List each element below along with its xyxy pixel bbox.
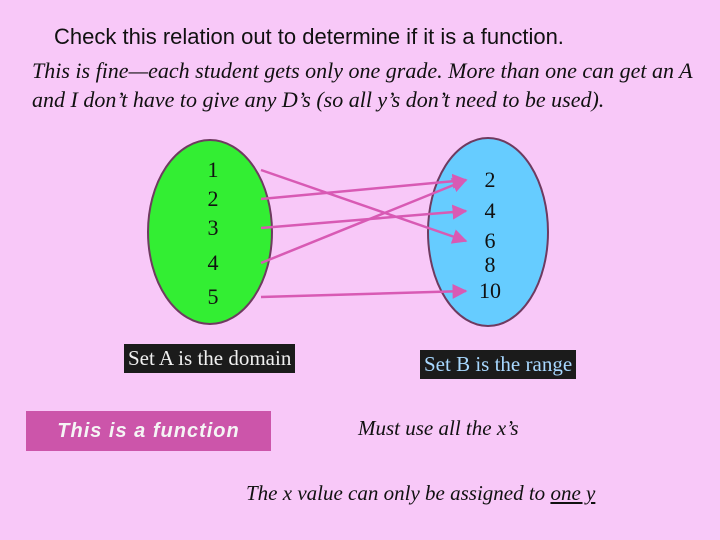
mapping-arrow-4-to-2 [260, 178, 468, 265]
one-y-note: The x value can only be assigned to one … [246, 481, 595, 506]
range-label: Set B is the range [420, 350, 577, 379]
mapping-arrow-3-to-4 [260, 204, 468, 230]
range-value-10: 10 [479, 278, 501, 303]
range-value-4: 4 [485, 198, 496, 223]
domain-value-2: 2 [208, 186, 219, 211]
mapping-arrow-5-to-10 [260, 283, 468, 299]
function-verdict-box: This is a function [26, 411, 271, 451]
mapping-arrow-1-to-6 [260, 168, 468, 244]
range-value-6: 6 [485, 228, 496, 253]
domain-value-5: 5 [208, 284, 219, 309]
domain-value-4: 4 [208, 250, 219, 275]
domain-label: Set A is the domain [124, 344, 296, 373]
intro-text: This is fine—each student gets only one … [32, 58, 693, 112]
must-use-note: Must use all the x’s [358, 416, 519, 440]
mapping-arrow-2-to-2 [260, 173, 468, 201]
range-value-2: 2 [485, 167, 496, 192]
page-title: Check this relation out to determine if … [54, 24, 564, 49]
one-y-note-text: The x value can only be assigned to [246, 481, 551, 505]
one-y-emphasis: one y [550, 481, 596, 505]
range-value-8: 8 [485, 252, 496, 277]
domain-value-3: 3 [208, 215, 219, 240]
domain-value-1: 1 [208, 157, 219, 182]
domain-set-oval [147, 139, 273, 325]
